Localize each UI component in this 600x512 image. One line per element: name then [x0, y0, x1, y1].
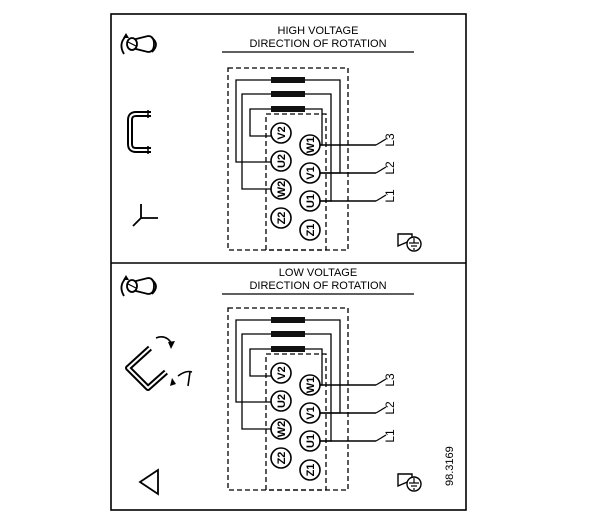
lv-terminal-u2: U2 — [276, 394, 288, 408]
lv-terminal-v1: V1 — [305, 406, 317, 419]
hv-terminal-block: V2 U2 W2 Z2 W1 V1 U1 Z1 L3 L2 L1 — [227, 67, 397, 251]
ground-icon — [397, 473, 422, 492]
lv-terminal-u1: U1 — [305, 434, 317, 448]
lv-terminal-w1: W1 — [305, 377, 317, 394]
hv-subtitle: DIRECTION OF ROTATION — [249, 38, 386, 50]
hv-terminal-w2: W2 — [276, 181, 288, 198]
hv-terminal-u1: U1 — [305, 194, 317, 208]
high-voltage-section: HIGH VOLTAGE DIRECTION OF ROTATION V2 U2… — [120, 25, 422, 252]
hv-title: HIGH VOLTAGE — [278, 25, 359, 37]
hv-phase-l1: L1 — [383, 189, 397, 203]
hv-terminal-w1: W1 — [305, 137, 317, 154]
hv-terminal-v1: V1 — [305, 166, 317, 179]
lv-subtitle: DIRECTION OF ROTATION — [249, 280, 386, 292]
hv-phase-l2: L2 — [383, 161, 397, 175]
lv-terminal-block: V2 U2 W2 Z2 W1 V1 U1 Z1 L3 L2 L1 — [227, 307, 397, 491]
ground-icon — [397, 233, 422, 252]
delta-connection-icon — [138, 468, 159, 496]
lv-phase-l2: L2 — [383, 401, 397, 415]
lv-title: LOW VOLTAGE — [279, 267, 357, 279]
hv-terminal-u2: U2 — [276, 154, 288, 168]
rotation-motor-icon — [120, 274, 157, 297]
low-voltage-section: LOW VOLTAGE DIRECTION OF ROTATION V2 U2 … — [120, 267, 456, 496]
rotation-motor-icon — [120, 32, 157, 55]
drawing-number: 98.3169 — [444, 446, 456, 486]
hv-terminal-z1: Z1 — [305, 224, 317, 237]
lv-terminal-v2: V2 — [276, 366, 288, 379]
lv-phase-l1: L1 — [383, 429, 397, 443]
lv-terminal-w2: W2 — [276, 421, 288, 438]
hv-terminal-z2: Z2 — [276, 212, 288, 225]
star-connection-icon — [132, 204, 158, 227]
hv-phase-l3: L3 — [383, 133, 397, 147]
lv-terminal-z2: Z2 — [276, 452, 288, 465]
lv-phase-l3: L3 — [383, 373, 397, 387]
outer-frame — [110, 13, 467, 511]
hv-terminal-v2: V2 — [276, 126, 288, 139]
lv-terminal-z1: Z1 — [305, 464, 317, 477]
delta-bridge-icon — [125, 336, 193, 391]
bridge-link-icon — [127, 110, 151, 154]
